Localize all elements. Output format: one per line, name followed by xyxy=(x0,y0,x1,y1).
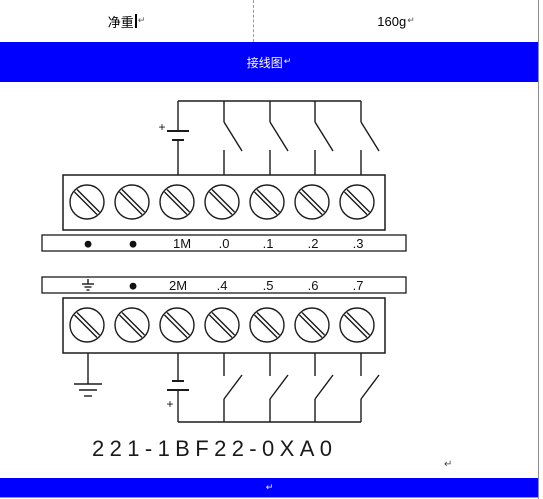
spec-row: 净重↵ 160g↵ xyxy=(0,0,538,42)
terminal-block-body xyxy=(62,174,386,231)
section-title: 接线图 xyxy=(246,55,283,70)
ground-icon xyxy=(74,353,102,397)
footer-band[interactable]: ↵ xyxy=(0,478,538,497)
terminal-label: ● xyxy=(84,240,92,250)
terminal-block-body xyxy=(62,297,386,354)
switch-icon xyxy=(269,352,289,423)
diagram-cell[interactable]: + ● ● 1M xyxy=(0,82,538,478)
terminal-label: ● xyxy=(129,240,137,250)
table-border-right xyxy=(538,0,539,499)
paragraph-mark: ↵ xyxy=(444,459,453,470)
table-border-bottom xyxy=(0,497,539,498)
polarity-mark: + xyxy=(158,120,165,134)
lower-terminal-block xyxy=(62,297,386,354)
terminal-label: .1 xyxy=(263,236,274,251)
spec-label: 净重 xyxy=(107,14,134,30)
terminal-label: .6 xyxy=(308,278,319,293)
paragraph-mark: ↵ xyxy=(265,482,274,493)
switch-icon xyxy=(223,352,243,423)
terminal-label: 1M xyxy=(173,236,191,251)
spec-label-cell[interactable]: 净重↵ xyxy=(0,0,253,42)
terminal-label: ● xyxy=(129,282,137,292)
upper-terminal-block xyxy=(62,174,386,231)
battery-icon xyxy=(167,353,189,422)
terminal-label: .7 xyxy=(353,278,364,293)
spec-value: 160g xyxy=(377,13,407,29)
terminal-label: .3 xyxy=(353,236,364,251)
switch-icon xyxy=(314,100,334,176)
ground-icon xyxy=(82,279,94,291)
polarity-mark: + xyxy=(166,397,173,411)
terminal-label: .5 xyxy=(263,278,274,293)
switch-icon xyxy=(223,100,243,176)
lower-label-strip: ● 2M .4 .5 .6 .7 xyxy=(41,276,407,294)
switch-icon xyxy=(269,100,289,176)
paragraph-mark: ↵ xyxy=(283,57,292,67)
battery-icon xyxy=(167,101,189,175)
text-cursor xyxy=(134,14,137,28)
terminal-label: .2 xyxy=(308,236,319,251)
terminal-label: .0 xyxy=(219,236,230,251)
switch-icon xyxy=(314,352,334,423)
part-number: 221-1BF22-0XA0 xyxy=(92,436,332,461)
paragraph-mark: ↵ xyxy=(407,16,415,26)
terminal-label: .4 xyxy=(217,278,228,293)
upper-label-strip: ● ● 1M .0 .1 .2 .3 xyxy=(41,234,407,252)
label-strip-body xyxy=(41,234,407,252)
spec-value-cell[interactable]: 160g↵ xyxy=(254,0,538,42)
terminal-label: 2M xyxy=(169,278,187,293)
upper-input-circuit: + xyxy=(158,100,380,176)
lower-input-circuit: + xyxy=(74,352,380,423)
cell-divider xyxy=(253,0,254,42)
label-strip-body xyxy=(41,276,407,294)
wiring-diagram: + ● ● 1M xyxy=(41,100,407,461)
paragraph-mark: ↵ xyxy=(137,16,146,26)
switch-icon xyxy=(360,352,380,423)
section-header[interactable]: 接线图↵ xyxy=(0,42,538,82)
switch-icon xyxy=(360,100,380,176)
